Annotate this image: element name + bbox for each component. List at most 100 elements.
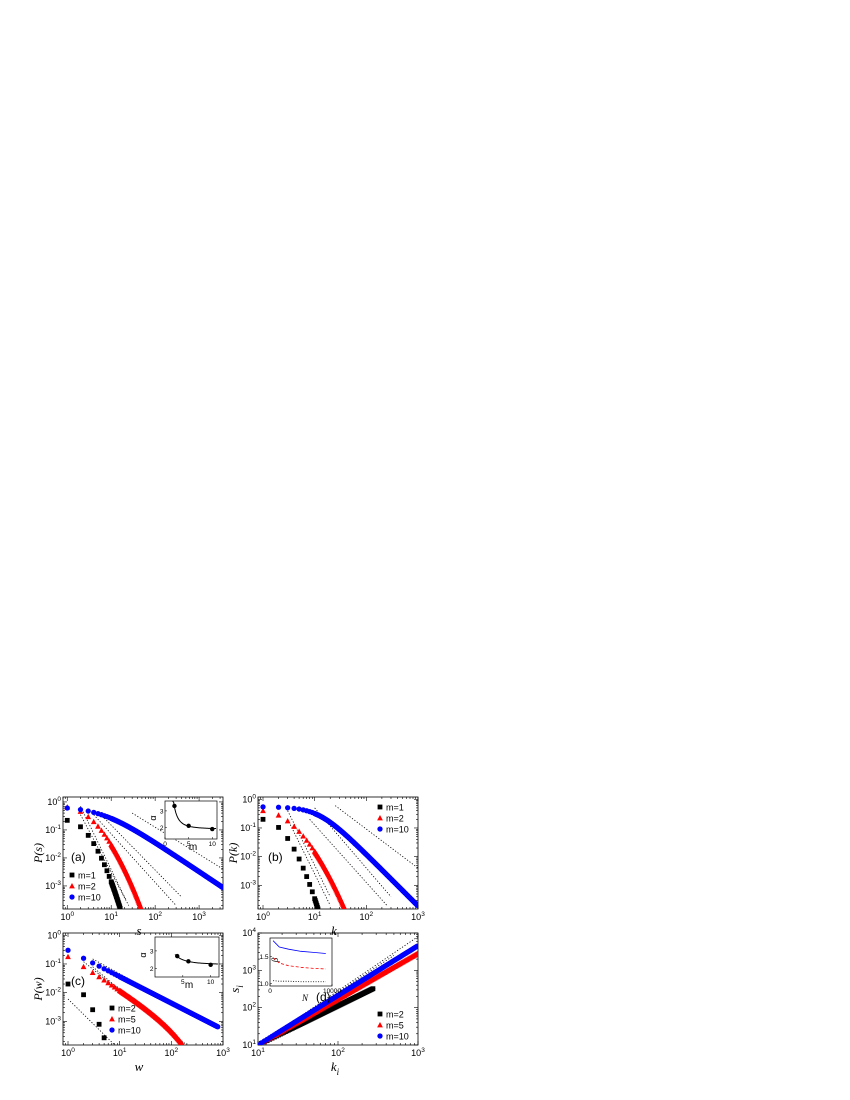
data-point: [96, 1021, 102, 1027]
inset-y-tick-label: 2: [160, 825, 164, 832]
x-tick-label: 100: [61, 1047, 75, 1058]
inset-point: [172, 803, 177, 809]
data-point: [275, 804, 282, 810]
x-tick-label: 102: [331, 1047, 345, 1058]
y-tick-label: 10-1: [240, 822, 256, 833]
inset-y-label: α: [138, 952, 148, 957]
x-tick-label: 103: [192, 911, 206, 922]
legend-marker: [69, 872, 75, 878]
inset-frame: [154, 936, 220, 978]
y-tick-label: 10-2: [240, 851, 256, 862]
inset-y-label: β: [270, 957, 280, 963]
y-axis-label: si: [227, 985, 245, 993]
data-point: [415, 903, 418, 909]
data-point: [101, 977, 107, 983]
data-point: [181, 1041, 185, 1045]
data-point: [101, 862, 107, 868]
panel-label: (b): [268, 850, 283, 864]
data-point: [80, 963, 87, 970]
legend-marker: [69, 894, 75, 900]
data-point: [85, 808, 91, 814]
data-point: [285, 805, 291, 811]
data-point: [91, 809, 97, 816]
inset-point: [208, 962, 213, 968]
data-point: [296, 856, 302, 862]
guide-line: [97, 811, 182, 898]
y-tick-label: 100: [242, 793, 256, 804]
inset-x-tick-label: 0: [268, 988, 272, 995]
data-point: [303, 837, 310, 843]
x-tick-label: 101: [113, 1047, 127, 1058]
inset-x-tick-label: 10000: [323, 988, 341, 995]
series-m=10: [64, 805, 223, 891]
x-tick-label: 101: [104, 911, 118, 922]
y-tick-label: 102: [242, 1002, 256, 1013]
panel-label: (c): [71, 974, 85, 988]
inset-point: [210, 826, 215, 832]
data-point: [285, 836, 291, 841]
plot-frame: [257, 796, 419, 910]
inset-point: [186, 959, 191, 964]
series-m=10: [65, 947, 221, 1030]
y-tick-label: 10-2: [45, 852, 61, 863]
inset-y-tick-label: 3: [150, 948, 154, 955]
legend-label: m=5: [386, 1021, 404, 1031]
data-point: [77, 806, 84, 813]
legend-marker: [377, 1011, 383, 1017]
data-point: [78, 824, 83, 830]
panel-label: (a): [71, 850, 86, 864]
guide-line: [334, 805, 418, 869]
x-axis-label: w: [135, 1059, 144, 1074]
inset-y-tick-label: 1.0: [259, 981, 268, 988]
inset-x-label: m: [185, 980, 193, 991]
x-axis-label: k: [331, 923, 337, 938]
y-tick-label: 10-1: [45, 824, 61, 835]
y-axis-label: P(s): [31, 843, 45, 864]
inset-y-label: α: [148, 815, 158, 820]
data-point: [309, 889, 315, 895]
data-point: [81, 992, 86, 998]
data-point: [307, 882, 313, 887]
data-point: [106, 874, 112, 879]
inset-point: [175, 953, 180, 959]
data-point: [90, 818, 97, 825]
series-m=1: [64, 817, 123, 909]
inset-x-tick-label: 5: [187, 841, 191, 848]
y-tick-label: 10-3: [240, 879, 256, 890]
data-point: [101, 831, 108, 837]
inset-x-tick-label: 5: [181, 979, 185, 986]
data-point: [105, 979, 112, 986]
data-point: [108, 982, 115, 988]
data-point: [91, 841, 97, 846]
guide-line: [67, 998, 115, 1045]
legend-marker: [109, 1016, 115, 1022]
inset-y-tick-label: 3: [160, 808, 164, 815]
y-tick-label: 10-1: [45, 958, 61, 969]
data-point: [275, 812, 282, 818]
inset-x-tick-label: 10: [207, 979, 215, 986]
inset-x-tick-label: 10: [209, 841, 217, 848]
y-tick-label: 104: [242, 927, 256, 938]
data-point: [104, 835, 110, 841]
x-axis-label: ki: [331, 1059, 340, 1077]
legend-marker: [109, 1027, 115, 1033]
guide-line: [309, 819, 388, 906]
legend-label: m=2: [386, 814, 404, 824]
legend: m=2m=5m=10: [109, 1004, 141, 1036]
x-tick-label: 101: [308, 911, 322, 922]
data-point: [101, 1035, 107, 1041]
data-point: [65, 981, 71, 987]
legend-label: m=5: [118, 1015, 136, 1025]
legend-marker: [377, 1033, 383, 1039]
legend-marker: [377, 804, 383, 810]
series-m=10: [258, 943, 418, 1045]
x-axis-label: s: [136, 923, 141, 938]
data-point: [89, 969, 96, 976]
data-point: [309, 844, 316, 851]
y-tick-label: 10-3: [45, 1015, 61, 1026]
